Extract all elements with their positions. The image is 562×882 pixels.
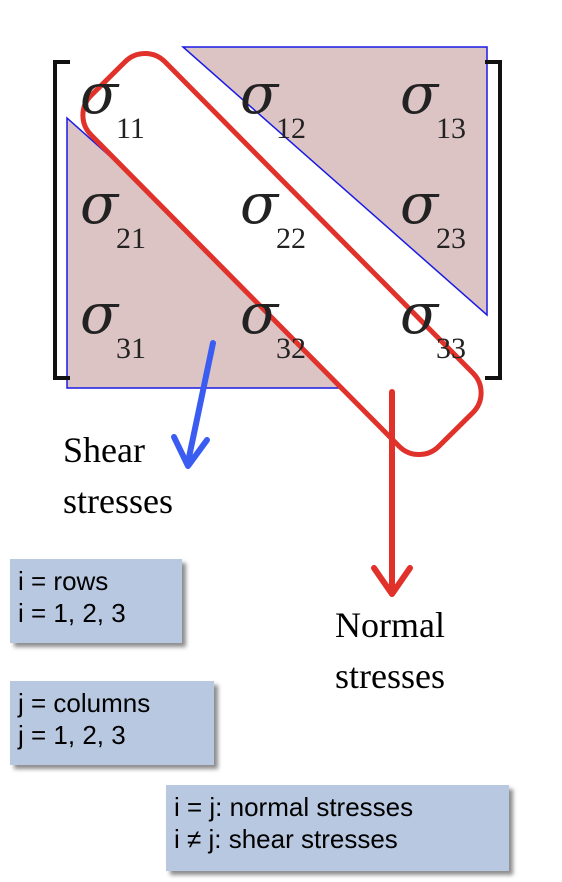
svg-text:σ: σ xyxy=(80,282,120,347)
svg-text:σ: σ xyxy=(240,172,280,237)
svg-text:σ: σ xyxy=(400,62,440,127)
svg-text:σ: σ xyxy=(80,62,120,127)
normal-label-line2: stresses xyxy=(335,656,445,696)
columns-note-line1: j = columns xyxy=(18,688,151,718)
matrix-cell-32: σ 32 xyxy=(240,282,306,365)
svg-text:21: 21 xyxy=(116,222,146,255)
normal-arrow xyxy=(371,389,413,597)
shear-arrow xyxy=(171,340,216,469)
matrix-cell-23: σ 23 xyxy=(400,172,466,255)
upper-shear-triangle xyxy=(181,46,488,317)
matrix-cell-11: σ 11 xyxy=(80,62,145,145)
index-rule-line1: i = j: normal stresses xyxy=(174,792,414,822)
index-rule-line2: i ≠ j: shear stresses xyxy=(174,824,398,854)
svg-text:11: 11 xyxy=(116,112,145,145)
svg-text:σ: σ xyxy=(400,172,440,237)
columns-note: j = columns j = 1, 2, 3 xyxy=(10,681,214,765)
shear-label-line2: stresses xyxy=(63,481,173,521)
matrix-cell-22: σ 22 xyxy=(240,172,306,255)
shear-label-line1: Shear xyxy=(63,430,145,470)
rows-note: i = rows i = 1, 2, 3 xyxy=(10,559,182,643)
rows-note-line1: i = rows xyxy=(18,566,109,596)
svg-text:31: 31 xyxy=(116,332,146,365)
matrix-cell-31: σ 31 xyxy=(80,282,146,365)
right-bracket xyxy=(485,60,502,380)
index-rule-note: i = j: normal stresses i ≠ j: shear stre… xyxy=(166,785,509,871)
rows-note-line2: i = 1, 2, 3 xyxy=(18,598,126,628)
svg-text:12: 12 xyxy=(276,112,306,145)
svg-text:33: 33 xyxy=(436,332,466,365)
matrix-cell-33: σ 33 xyxy=(400,282,466,365)
matrix-cell-12: σ 12 xyxy=(240,62,306,145)
matrix-cell-13: σ 13 xyxy=(400,62,466,145)
columns-note-line2: j = 1, 2, 3 xyxy=(18,720,126,750)
svg-text:13: 13 xyxy=(436,112,466,145)
svg-text:σ: σ xyxy=(80,172,120,237)
svg-text:σ: σ xyxy=(240,282,280,347)
normal-stress-diagonal-highlight xyxy=(80,50,484,458)
svg-text:32: 32 xyxy=(276,332,306,365)
matrix-cell-21: σ 21 xyxy=(80,172,146,255)
svg-text:σ: σ xyxy=(240,62,280,127)
normal-label-line1: Normal xyxy=(335,605,445,645)
svg-text:22: 22 xyxy=(276,222,306,255)
svg-text:σ: σ xyxy=(400,282,440,347)
svg-text:23: 23 xyxy=(436,222,466,255)
left-bracket xyxy=(53,60,70,380)
